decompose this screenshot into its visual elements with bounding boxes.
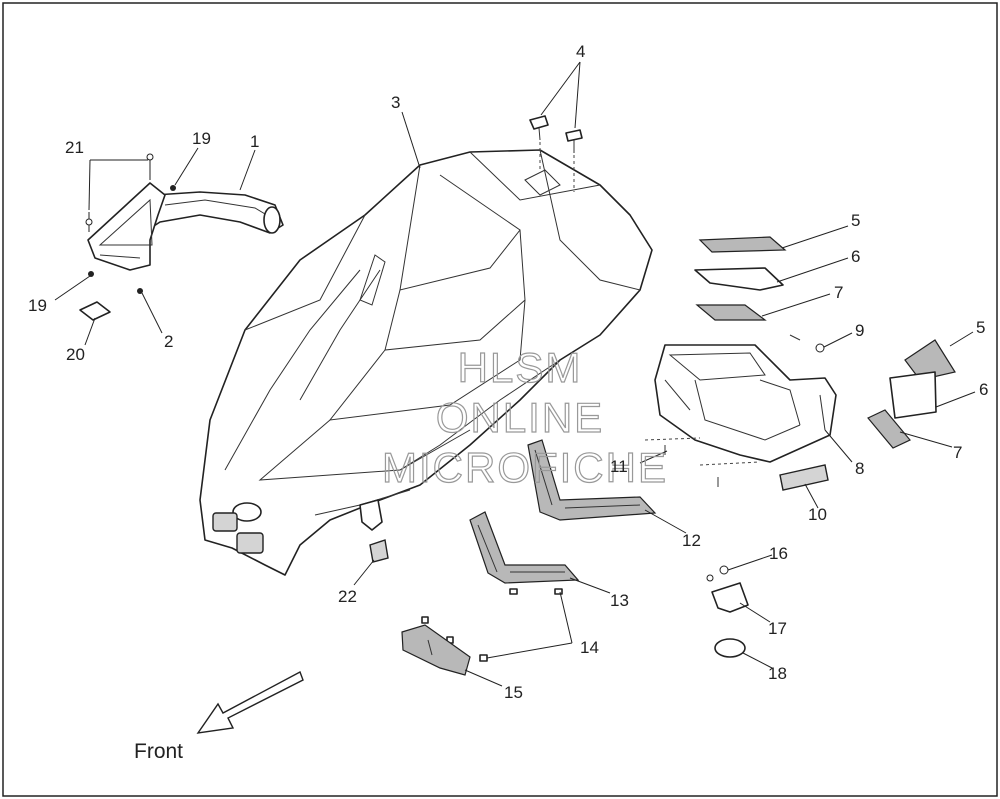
callout-21[interactable]: 21 — [65, 138, 84, 157]
callout-5-side[interactable]: 5 — [976, 318, 985, 337]
leader-lines — [54, 61, 976, 687]
part-6-upper-seal[interactable] — [694, 267, 784, 291]
callout-3[interactable]: 3 — [391, 93, 400, 112]
part-3-hood[interactable] — [199, 149, 653, 576]
callout-19-lower[interactable]: 19 — [28, 296, 47, 315]
part-9-nut[interactable] — [815, 343, 825, 353]
part-6-side-seal[interactable] — [889, 371, 937, 419]
watermark-line-3: MICROFICHE — [382, 444, 668, 491]
callout-6-side[interactable]: 6 — [979, 380, 988, 399]
part-19-nut-upper[interactable] — [170, 185, 176, 191]
part-14-clip-a[interactable] — [509, 588, 518, 595]
callout-numbers: 1 19 21 19 2 20 3 4 5 6 7 9 5 6 7 8 10 1… — [28, 42, 988, 702]
part-7-side-gasket[interactable] — [867, 409, 911, 449]
watermark-line-2: ONLINE — [436, 394, 604, 441]
callout-2[interactable]: 2 — [164, 332, 173, 351]
part-16-nut-a[interactable] — [706, 574, 714, 582]
part-14-clip-d[interactable] — [421, 616, 429, 624]
part-4-rivet-left[interactable] — [529, 115, 549, 141]
screw-small — [789, 334, 801, 341]
part-1-duct[interactable] — [139, 191, 284, 236]
part-19-nut-lower[interactable] — [88, 271, 94, 277]
callout-17[interactable]: 17 — [768, 619, 787, 638]
watermark-line-1: HLSM — [458, 344, 583, 391]
watermark: HLSM ONLINE MICROFICHE — [381, 343, 668, 491]
part-18-ring[interactable] — [714, 638, 746, 658]
part-7-upper-gasket[interactable] — [695, 304, 767, 321]
part-17-bracket[interactable] — [711, 582, 749, 613]
callout-6-upper[interactable]: 6 — [851, 247, 860, 266]
part-20-decal[interactable] — [79, 301, 111, 321]
callout-9[interactable]: 9 — [855, 321, 864, 340]
part-16-nut-b[interactable] — [719, 565, 729, 575]
callout-7-side[interactable]: 7 — [953, 443, 962, 462]
callout-5-upper[interactable]: 5 — [851, 211, 860, 230]
callout-13[interactable]: 13 — [610, 591, 629, 610]
callout-14[interactable]: 14 — [580, 638, 599, 657]
part-5-upper-vent[interactable] — [698, 236, 787, 253]
part-8-airbox[interactable] — [654, 344, 837, 463]
front-arrow — [196, 671, 304, 734]
callout-20[interactable]: 20 — [66, 345, 85, 364]
part-15-grille[interactable] — [401, 624, 471, 676]
part-10-pad[interactable] — [779, 464, 829, 491]
callout-19-upper[interactable]: 19 — [192, 129, 211, 148]
part-13-panel[interactable] — [469, 511, 580, 584]
part-duct-bracket[interactable] — [87, 182, 166, 271]
part-14-clip-b[interactable] — [554, 588, 563, 595]
part-2-fastener[interactable] — [137, 288, 143, 294]
callout-22[interactable]: 22 — [338, 587, 357, 606]
callout-11[interactable]: 11 — [610, 457, 628, 476]
part-12-panel[interactable] — [527, 439, 657, 521]
callout-16[interactable]: 16 — [769, 544, 788, 563]
callout-12[interactable]: 12 — [682, 531, 701, 550]
callout-4[interactable]: 4 — [576, 42, 585, 61]
callout-8[interactable]: 8 — [855, 459, 864, 478]
callout-18[interactable]: 18 — [768, 664, 787, 683]
part-4-rivet-right[interactable] — [565, 129, 583, 153]
front-label: Front — [134, 740, 183, 763]
callout-10[interactable]: 10 — [808, 505, 827, 524]
callout-1[interactable]: 1 — [250, 132, 259, 151]
callout-7-upper[interactable]: 7 — [834, 283, 843, 302]
callout-15[interactable]: 15 — [504, 683, 523, 702]
part-5-side-vent[interactable] — [904, 339, 956, 381]
part-14-clip-c[interactable] — [479, 654, 488, 662]
part-22-clip[interactable] — [359, 499, 389, 563]
